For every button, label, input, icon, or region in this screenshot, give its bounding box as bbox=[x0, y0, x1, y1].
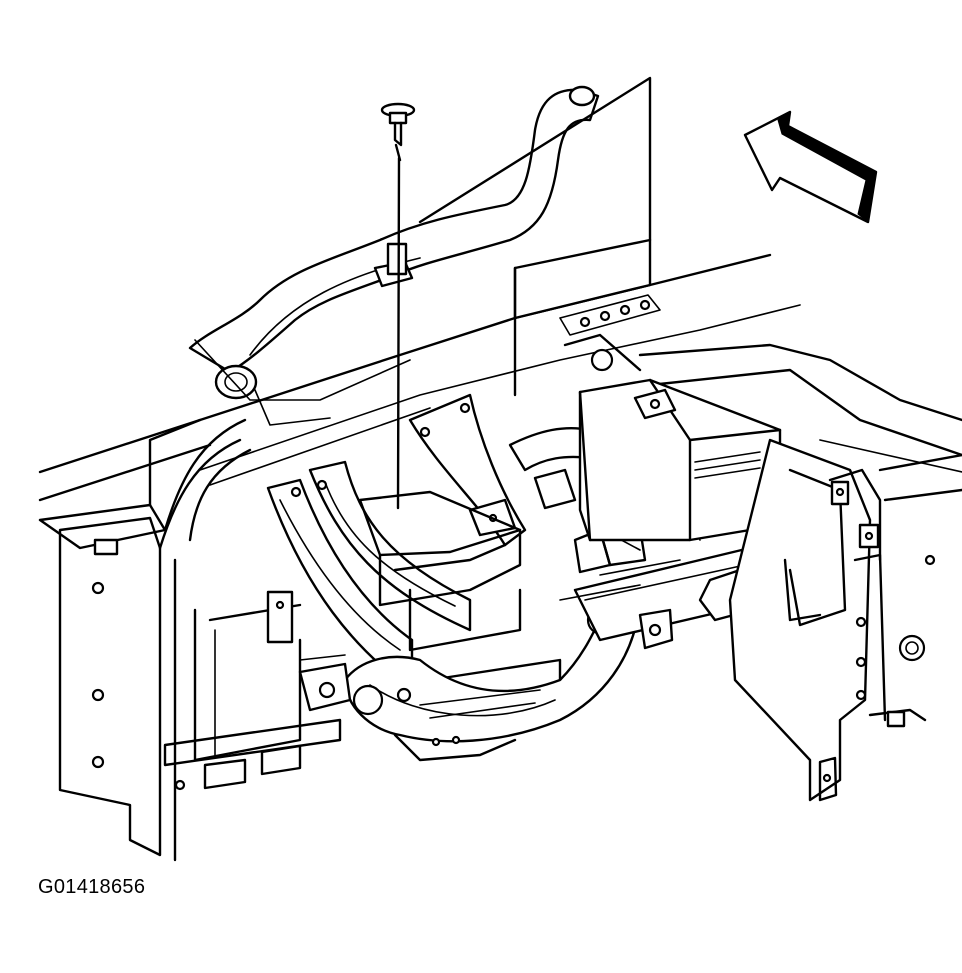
figure-id-label: G01418656 bbox=[38, 876, 146, 898]
relay-plate bbox=[513, 238, 661, 397]
view-direction-arrow-icon bbox=[743, 110, 878, 224]
coolant-hose bbox=[188, 85, 600, 400]
module-box bbox=[563, 333, 782, 542]
right-brace bbox=[408, 393, 527, 547]
cowl-panel bbox=[38, 253, 962, 502]
right-side-panel bbox=[728, 438, 962, 802]
bolt-alignment-line bbox=[396, 156, 401, 510]
bolt-icon bbox=[380, 102, 416, 162]
plenum-panel bbox=[194, 76, 652, 426]
support-edge-detail bbox=[299, 559, 681, 661]
left-pillar bbox=[38, 418, 252, 862]
